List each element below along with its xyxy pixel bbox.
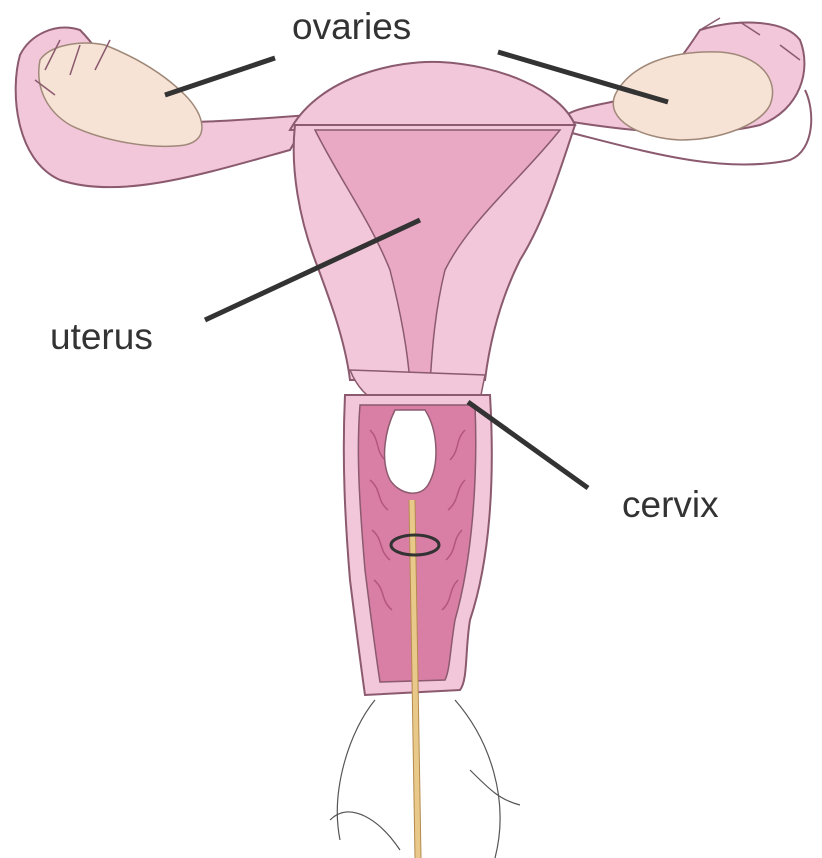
body-contour-left	[330, 700, 400, 850]
cervical-os	[385, 410, 436, 493]
label-cervix: cervix	[622, 486, 719, 523]
label-ovaries: ovaries	[292, 8, 411, 45]
label-uterus: uterus	[50, 318, 153, 355]
body-contour-right	[455, 700, 520, 858]
uterus-fundus	[290, 62, 575, 130]
leader-line-ovaries-left	[165, 58, 275, 95]
